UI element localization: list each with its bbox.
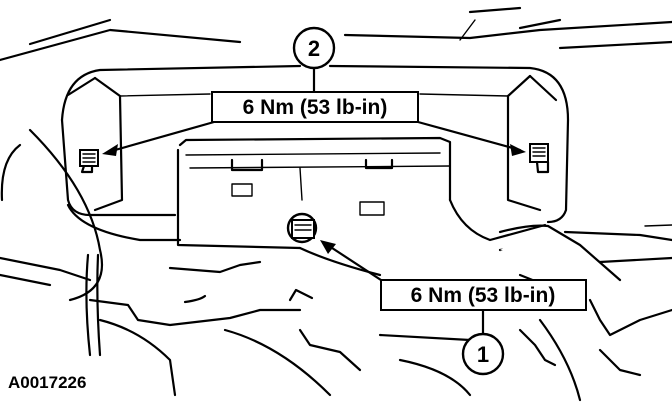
callout-1-number: 1 — [477, 342, 489, 367]
callout-1: 1 — [461, 332, 505, 376]
line-art — [0, 6, 672, 402]
torque-label-top-text: 6 Nm (53 lb-in) — [243, 96, 388, 119]
torque-label-bottom-text: 6 Nm (53 lb-in) — [411, 284, 556, 307]
right-stud — [529, 143, 550, 174]
leader-lines — [102, 66, 526, 338]
center-bolt — [286, 212, 318, 244]
torque-label-top: 6 Nm (53 lb-in) — [211, 91, 419, 123]
callout-2: 2 — [292, 26, 336, 70]
left-stud — [79, 149, 99, 174]
callout-2-number: 2 — [308, 36, 320, 61]
figure-id: A0017226 — [8, 373, 86, 392]
torque-label-bottom: 6 Nm (53 lb-in) — [380, 279, 587, 311]
